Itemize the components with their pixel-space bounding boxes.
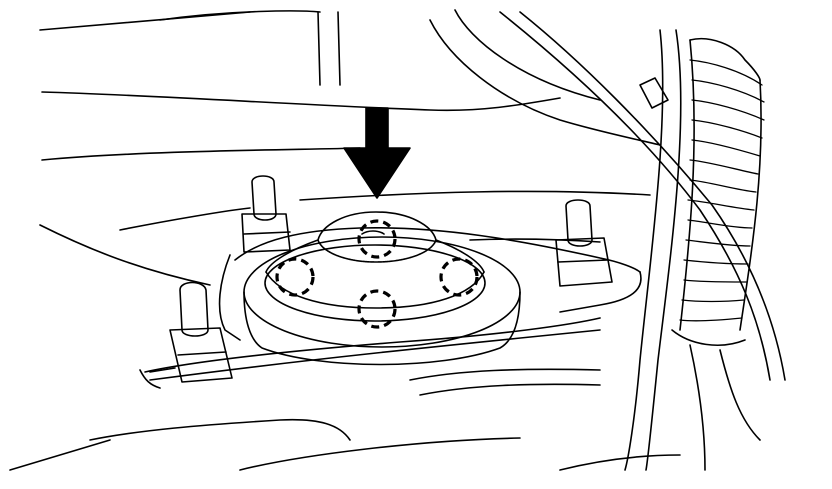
claw-markers <box>275 219 479 329</box>
arrow-down-icon <box>343 107 411 199</box>
claw-marker-top <box>357 219 397 259</box>
mounting-stud-front-left <box>169 281 233 383</box>
lower-panel-lines <box>9 329 681 471</box>
claw-marker-left <box>275 257 315 297</box>
strut-mount-base <box>243 236 521 366</box>
brake-hose <box>499 11 786 471</box>
strut-cap-cover <box>265 211 485 309</box>
mounting-stud-rear-left <box>241 175 291 253</box>
claw-marker-right <box>439 257 479 297</box>
strut-tower-plate <box>144 227 642 373</box>
mounting-stud-right <box>555 199 613 287</box>
dust-boot <box>671 37 765 471</box>
claw-marker-bottom <box>357 289 397 329</box>
